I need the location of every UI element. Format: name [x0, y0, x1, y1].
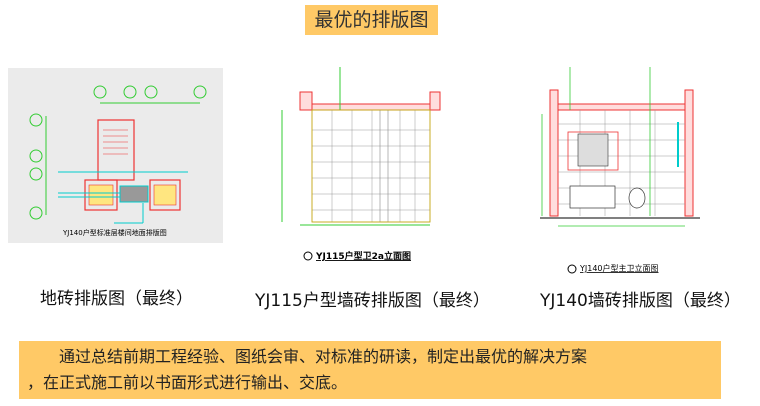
- summary-line-2: ，在正式施工前以书面形式进行输出、交底。: [27, 373, 348, 392]
- yj115-drawing-label: YJ115户型卫2a立面图: [315, 250, 411, 262]
- floor-tile-drawing: YJ140户型标准层楼间地面排版图: [8, 68, 223, 243]
- floor-drawing-label: YJ140户型标准层楼间地面排版图: [62, 228, 167, 237]
- caption-floor-tile: 地砖排版图（最终）: [40, 289, 193, 309]
- yj140-wall-tile-drawing: YJ140户型主卫立面图: [540, 67, 700, 274]
- yj115-wall-tile-drawing: YJ115户型卫2a立面图: [281, 67, 441, 262]
- summary-note: 通过总结前期工程经验、图纸会审、对标准的研读，制定出最优的解决方案 ，在正式施工…: [19, 341, 721, 399]
- page-title: 最优的排版图: [305, 5, 438, 35]
- summary-line-1: 通过总结前期工程经验、图纸会审、对标准的研读，制定出最优的解决方案: [59, 347, 588, 366]
- yj140-drawing-label: YJ140户型主卫立面图: [579, 263, 659, 273]
- caption-yj115-wall-tile: YJ115户型墙砖排版图（最终）: [255, 291, 490, 311]
- caption-yj140-wall-tile: YJ140墙砖排版图（最终）: [540, 291, 741, 311]
